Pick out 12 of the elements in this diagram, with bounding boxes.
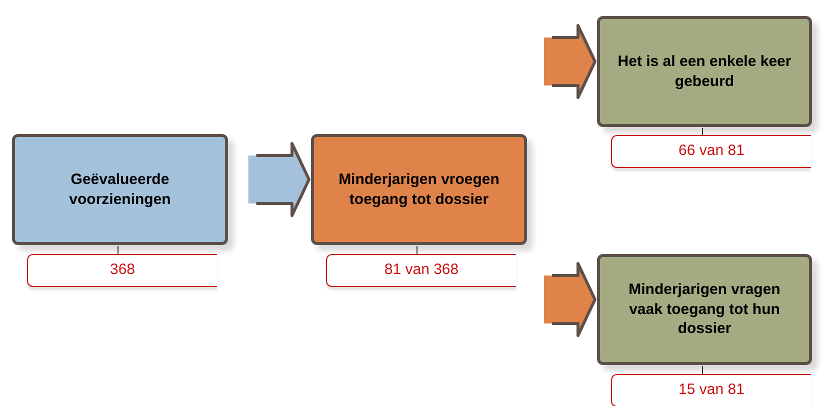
count-label: 66 van 81 — [611, 135, 811, 168]
process-box — [311, 134, 527, 245]
process-box — [597, 16, 812, 127]
process-box — [597, 254, 812, 365]
count-label: 368 — [27, 254, 217, 287]
count-label: 81 van 368 — [326, 254, 516, 287]
process-box — [12, 134, 228, 245]
count-label: 15 van 81 — [611, 374, 811, 406]
box-label: Minderjarigen vroegen toegang tot dossier — [338, 170, 500, 209]
box-label: Het is al een enkele keer gebeurd — [616, 52, 792, 91]
box-label: Minderjarigen vragen vaak toegang tot hun dossier — [628, 280, 782, 339]
box-label: Geëvalueerde voorzieningen — [68, 170, 172, 209]
